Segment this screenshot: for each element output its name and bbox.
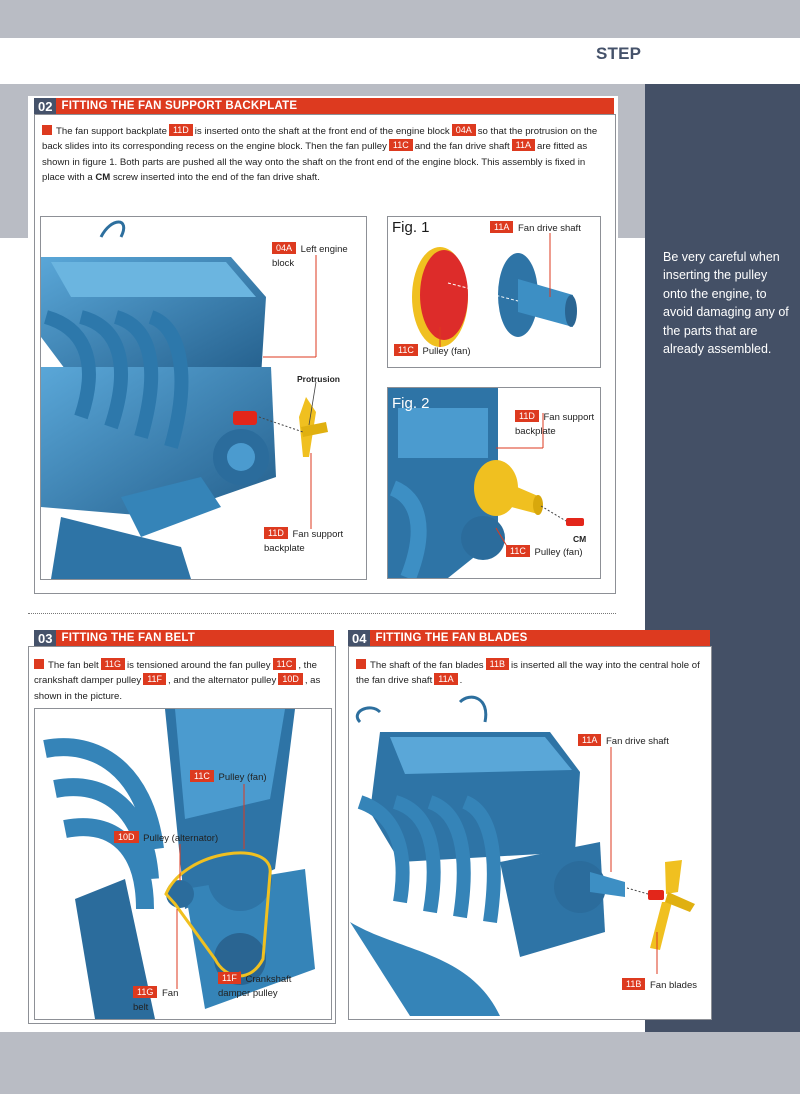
section-04-header: 04 FITTING THE FAN BLADES — [348, 630, 710, 646]
text: The fan belt — [48, 660, 99, 671]
part-tag: 10D — [278, 673, 303, 686]
engine-illustration-02 — [40, 216, 367, 580]
part-tag: 04A — [272, 242, 297, 254]
figure-1-drawing — [412, 233, 577, 347]
part-tag: 11F — [143, 673, 167, 686]
label-text: Pulley (fan) — [534, 547, 583, 558]
label-text: Fan belt — [133, 988, 179, 1013]
label-text: Crankshaft damper pulley — [218, 974, 292, 999]
figure-2-drawing — [388, 388, 584, 578]
fan-belt-drawing — [35, 709, 331, 1019]
label-03-fan-pulley: 11C Pulley (fan) — [190, 770, 267, 785]
text: , and the alternator pulley — [168, 675, 277, 687]
label-04-fan-drive-shaft: 11A Fan drive shaft — [578, 734, 669, 749]
heading-part-2: BY STEP — [645, 44, 720, 63]
section-03-title: FITTING THE FAN BELT — [56, 630, 334, 646]
part-tag: 11A — [490, 221, 514, 233]
figure-2 — [387, 387, 601, 579]
label-fig2-backplate: 11D Fan support backplate — [515, 410, 599, 439]
bottom-grey-band — [0, 1032, 800, 1094]
label-text: Left engine block — [272, 244, 348, 269]
part-tag: 11D — [264, 527, 288, 539]
part-tag: 11D — [168, 124, 193, 136]
label-text: Fan drive shaft — [606, 736, 669, 747]
part-tag: 11C — [506, 545, 530, 557]
figure-1-title: Fig. 1 — [392, 219, 430, 236]
text: . — [459, 675, 463, 687]
engine-drawing — [41, 220, 328, 579]
text: The fan support backplate — [56, 126, 167, 137]
fan-blades-drawing — [350, 695, 695, 1016]
engine-illustration-04 — [350, 692, 708, 1016]
part-tag: 11B — [485, 658, 509, 670]
label-04-fan-blades: 11B Fan blades — [622, 978, 697, 993]
section-04-title: FITTING THE FAN BLADES — [370, 630, 710, 646]
screw-code: CM — [95, 172, 111, 184]
label-fan-drive-shaft: 11A Fan drive shaft — [490, 221, 581, 236]
section-03-number: 03 — [34, 630, 57, 646]
part-tag: 11C — [272, 658, 297, 670]
section-02-number: 02 — [34, 98, 57, 114]
text: is inserted all the way into the central… — [356, 660, 700, 687]
part-tag: 11A — [511, 139, 536, 152]
label-left-engine-block: 04A Left engine block — [272, 242, 362, 271]
label-fig2-pulley: 11C Pulley (fan) — [506, 545, 583, 560]
bullet-square-icon — [42, 125, 52, 135]
heading-square-icon — [758, 50, 768, 60]
part-tag: 11A — [434, 673, 458, 686]
label-text: Pulley (fan) — [422, 346, 471, 357]
part-tag: 11D — [515, 410, 539, 422]
figure-1 — [387, 216, 601, 368]
text: is inserted onto the shaft at the front … — [194, 126, 450, 137]
label-text: Fan drive shaft — [518, 223, 581, 234]
section-02-header: 02 FITTING THE FAN SUPPORT BACKPLATE — [34, 98, 614, 114]
label-text: Fan blades — [650, 980, 698, 991]
label-text: Fan support backplate — [264, 529, 344, 554]
section-04-number: 04 — [348, 630, 371, 646]
part-tag: 11F — [218, 972, 241, 984]
part-tag: 11C — [388, 139, 413, 152]
text: screw inserted into the end of the fan d… — [112, 172, 320, 184]
label-pulley-fan: 11C Pulley (fan) — [394, 344, 471, 359]
label-backplate: 11D Fan support backplate — [264, 527, 364, 556]
section-02-title: FITTING THE FAN SUPPORT BACKPLATE — [56, 98, 614, 114]
text: is tensioned around the fan pulley — [127, 660, 271, 671]
part-tag: 11A — [578, 734, 602, 746]
part-tag: 11C — [394, 344, 418, 356]
label-text: Fan support backplate — [515, 412, 595, 437]
figure-2-title: Fig. 2 — [392, 395, 430, 412]
label-cm-screw: CM — [573, 534, 587, 544]
text: are fitted as shown in figure 1. Both pa… — [42, 141, 588, 184]
part-tag: 11B — [622, 978, 646, 990]
section-divider — [28, 613, 616, 614]
page-heading: STEP BY STEP — [596, 44, 720, 64]
label-03-fan-belt: 11G Fan belt — [133, 986, 183, 1015]
label-03-damper-pulley: 11F Crankshaft damper pulley — [218, 972, 318, 1001]
part-tag: 10D — [114, 831, 139, 843]
part-tag: 11C — [190, 770, 214, 782]
part-tag: 04A — [451, 124, 476, 136]
label-text: Pulley (fan) — [218, 772, 267, 783]
sidebar-note: Be very careful when inserting the pulle… — [663, 250, 789, 357]
part-tag: 11G — [133, 986, 158, 998]
text: The shaft of the fan blades — [370, 660, 484, 671]
heading-part-1: STEP — [596, 44, 641, 63]
text: so that the protrusion on the back slide… — [42, 126, 598, 153]
section-03-header: 03 FITTING THE FAN BELT — [34, 630, 334, 646]
text: and the fan drive shaft — [414, 141, 510, 153]
bullet-square-icon — [356, 659, 366, 669]
label-text: Pulley (alternator) — [143, 833, 219, 844]
engine-illustration-03 — [34, 708, 332, 1020]
bullet-square-icon — [34, 659, 44, 669]
text: , as shown in the picture. — [34, 675, 321, 702]
top-grey-band — [0, 0, 800, 38]
label-03-alternator-pulley: 10D Pulley (alternator) — [114, 831, 218, 846]
text: , the crankshaft damper pulley — [34, 660, 318, 687]
label-protrusion: Protrusion — [297, 374, 340, 384]
part-tag: 11G — [100, 658, 126, 670]
